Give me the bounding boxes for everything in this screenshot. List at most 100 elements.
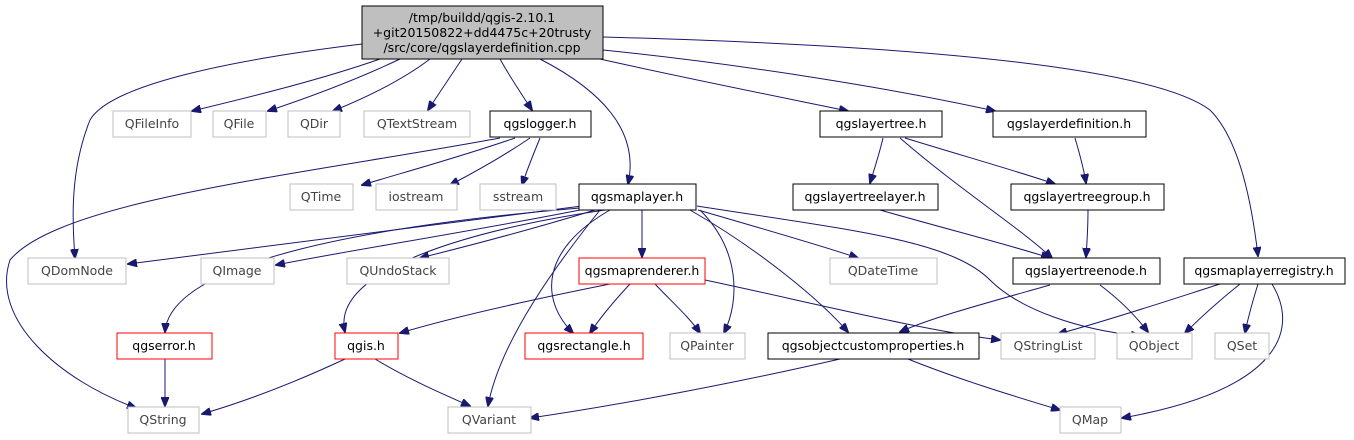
node-qvariant[interactable]: QVariant (447, 406, 532, 434)
edge-logger-qstring (6, 137, 501, 408)
node-label: QVariant (462, 412, 516, 427)
edge-root-qgslayertree (599, 58, 848, 111)
node-qobject[interactable]: QObject (1116, 332, 1193, 360)
edge-layertreenode-qobject (1099, 284, 1148, 332)
edge-root-qgsmaplayerregistry (602, 36, 1258, 256)
node-qstringlist[interactable]: QStringList (1000, 332, 1096, 360)
edge-qgis-qstring (202, 358, 346, 414)
edge-layertree-layertreegroup (904, 137, 1055, 184)
edge-qgis-qvariant (374, 358, 470, 406)
node-qgis-h[interactable]: qgis.h (334, 332, 399, 360)
edge-layertreegroup-node (1086, 209, 1088, 257)
node-label: QTime (301, 189, 342, 204)
node-label: QStringList (1014, 338, 1083, 353)
node-label: qgserror.h (132, 338, 195, 353)
node-label: QMap (1072, 412, 1108, 427)
node-label: QObject (1129, 338, 1180, 353)
node-qdir[interactable]: QDir (287, 110, 341, 138)
edge-renderer-qpainter (654, 283, 700, 333)
edge-maplayer-qobject (696, 205, 1140, 336)
edge-layertree-layertreelayer (870, 137, 884, 183)
node-label: iostream (389, 189, 444, 204)
node-iostream[interactable]: iostream (375, 183, 458, 211)
node-label: qgsobjectcustomproperties.h (782, 338, 965, 353)
node-qpainter[interactable]: QPainter (669, 332, 746, 360)
edge-customprops-qvariant (530, 358, 841, 418)
node-label: QUndoStack (359, 263, 437, 278)
node-qgserror-h[interactable]: qgserror.h (116, 332, 213, 360)
edge-logger-sstream (522, 137, 541, 185)
node-label: qgslayertreegroup.h (1023, 189, 1150, 204)
edge-customprops-qmap (907, 358, 1060, 410)
edges (6, 36, 1284, 418)
node-label: QDateTime (848, 263, 919, 278)
edge-root-qgsmaplayer (539, 58, 630, 184)
node-qgsrectangle-h[interactable]: qgsrectangle.h (524, 332, 644, 360)
node-qgslayertreelayer-h[interactable]: qgslayertreelayer.h (792, 183, 939, 211)
node-label: QPainter (680, 338, 734, 353)
edge-layerdef-layertreegroup (1074, 137, 1086, 183)
node-qdomnode[interactable]: QDomNode (27, 257, 127, 285)
edge-maplayer-qgis (344, 209, 606, 332)
node-qfileinfo[interactable]: QFileInfo (112, 110, 192, 138)
node-qgsmaplayer-h[interactable]: qgsmaplayer.h (578, 183, 697, 211)
root-node[interactable]: /tmp/buildd/qgis-2.10.1 +git20150822+dd4… (361, 5, 604, 60)
node-qimage[interactable]: QImage (200, 257, 275, 285)
node-label: QDomNode (41, 263, 113, 278)
node-qgslayertreegroup-h[interactable]: qgslayertreegroup.h (1010, 183, 1165, 211)
node-qmap[interactable]: QMap (1059, 406, 1122, 434)
node-label: qgslayertreenode.h (1025, 263, 1147, 278)
node-qdatetime[interactable]: QDateTime (829, 257, 938, 285)
node-label: qgslayertreelayer.h (805, 189, 926, 204)
edge-maplayer-qdomnode (128, 205, 583, 264)
edge-root-qfile (268, 58, 401, 111)
node-qgsmaplayerregistry-h[interactable]: qgsmaplayerregistry.h (1183, 257, 1346, 285)
node-qgslayerdefinition-h[interactable]: qgslayerdefinition.h (992, 110, 1147, 138)
edge-registry-qobject (1185, 283, 1241, 333)
node-label: qgsmaplayer.h (591, 189, 683, 204)
node-qtextstream[interactable]: QTextStream (363, 110, 471, 138)
node-label: qgslayerdefinition.h (1007, 116, 1131, 131)
edge-logger-qtime (362, 137, 516, 185)
edge-layertree-layertreenode (899, 137, 1052, 258)
node-qset[interactable]: QSet (1214, 332, 1270, 360)
node-qundostack[interactable]: QUndoStack (346, 257, 450, 285)
node-sstream[interactable]: sstream (479, 183, 557, 211)
edge-root-qgslogger (499, 58, 532, 110)
edge-root-qdomnode (73, 43, 363, 258)
edge-maplayer-qvariant (488, 209, 601, 406)
node-qtime[interactable]: QTime (289, 183, 354, 211)
node-label: QImage (213, 263, 262, 278)
node-qgsmaprenderer-h[interactable]: qgsmaprenderer.h (578, 257, 706, 285)
node-label: qgsmaprenderer.h (585, 263, 700, 278)
edge-layertreelayer-node (879, 209, 1050, 258)
node-qfile[interactable]: QFile (212, 110, 267, 138)
root-path-line-2: +git20150822+dd4475c+20trusty (373, 25, 592, 40)
node-label: QString (139, 412, 186, 427)
node-qgsobjectcustomproperties-h[interactable]: qgsobjectcustomproperties.h (767, 332, 980, 360)
node-label: qgsmaplayerregistry.h (1194, 263, 1333, 278)
node-label: qgslogger.h (504, 116, 577, 131)
node-label: qgsrectangle.h (537, 338, 630, 353)
node-qgslayertree-h[interactable]: qgslayertree.h (819, 110, 943, 138)
edge-registry-qset (1245, 283, 1259, 333)
node-label: sstream (493, 189, 543, 204)
edge-renderer-qgis (400, 283, 611, 333)
edge-root-qdir (333, 58, 431, 111)
edge-maplayer-qimage (276, 208, 586, 265)
node-label: QFileInfo (125, 116, 179, 131)
edge-root-qtextstream (428, 58, 463, 110)
edge-maplayer-qgserror (165, 207, 581, 332)
root-path-line-3: /src/core/qgslayerdefinition.cpp (383, 40, 580, 55)
edge-root-qfileinfo (192, 58, 381, 111)
edge-maplayer-qdatetime (697, 209, 858, 258)
node-label: QSet (1227, 338, 1257, 353)
edge-registry-qstringlist (1058, 283, 1221, 334)
node-label: QFile (224, 116, 255, 131)
node-qgslogger-h[interactable]: qgslogger.h (489, 110, 592, 138)
edge-logger-iostream (450, 137, 531, 185)
node-qstring[interactable]: QString (127, 406, 200, 434)
node-qgslayertreenode-h[interactable]: qgslayertreenode.h (1012, 257, 1161, 285)
edge-layertreenode-customprops (900, 284, 1051, 332)
edge-maplayer-qundostack (420, 209, 596, 258)
